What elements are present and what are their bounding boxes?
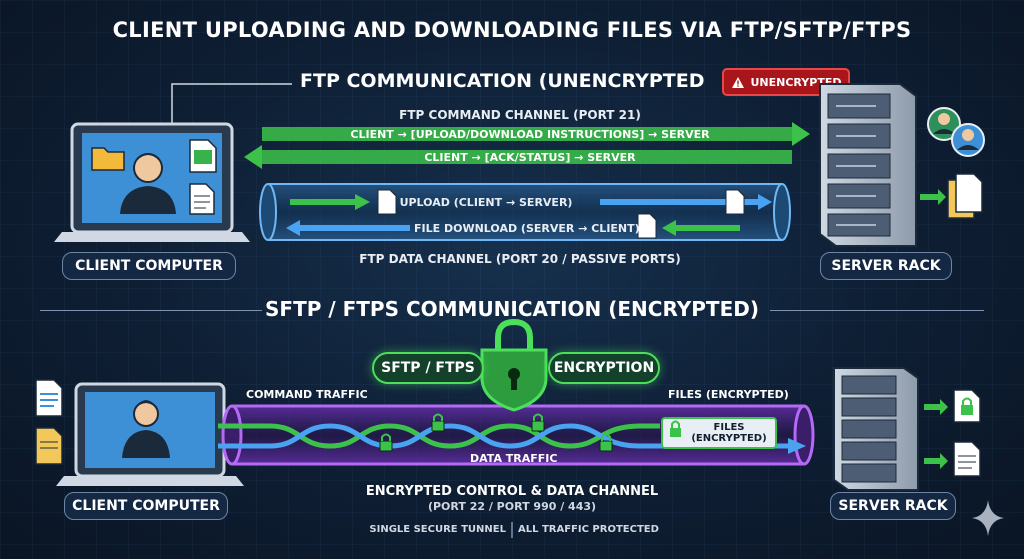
lock-icon [480, 318, 548, 412]
files-encrypted-label: FILES (ENCRYPTED) [668, 388, 789, 401]
ftp-section-heading: FTP COMMUNICATION (UNENCRYPTED [300, 70, 705, 92]
footer-left: SINGLE SECURE TUNNEL [369, 524, 506, 535]
diagram-title: CLIENT UPLOADING AND DOWNLOADING FILES V… [112, 18, 912, 42]
files-box-text: FILES (ENCRYPTED) [684, 422, 774, 444]
client-laptop-bottom [56, 382, 244, 486]
lock-icon [379, 413, 613, 452]
file-icon [920, 173, 983, 219]
file-icon [189, 139, 217, 215]
files-box-line1: FILES [713, 422, 745, 433]
command-channel-label: FTP COMMAND CHANNEL (PORT 21) [399, 108, 641, 122]
server-icon [819, 83, 917, 247]
files-box-line2: (ENCRYPTED) [691, 433, 767, 444]
command-arrow-2 [244, 145, 792, 169]
file-icon [637, 213, 657, 239]
sftp-ftps-pill: SFTP / FTPS [372, 352, 484, 384]
command-traffic-line [218, 423, 660, 449]
user-icon [927, 107, 985, 157]
data-traffic-line [218, 423, 806, 454]
warning-icon [731, 76, 744, 88]
upload-arrow [290, 194, 772, 210]
footer-right: ALL TRAFFIC PROTECTED [518, 524, 659, 535]
file-icon [377, 189, 745, 215]
unencrypted-badge: UNENCRYPTED [722, 68, 850, 96]
file-icon [35, 379, 63, 465]
server-icon [833, 367, 919, 491]
encryption-pill: ENCRYPTION [548, 352, 660, 384]
section-divider-right [770, 310, 984, 311]
folder-icon [91, 147, 125, 171]
file-icon [924, 389, 981, 477]
command-arrow-1 [262, 122, 810, 146]
section-divider-left [40, 310, 262, 311]
command-traffic-label: COMMAND TRAFFIC [246, 388, 368, 401]
download-arrow [286, 220, 740, 236]
command-line-2: CLIENT → [ACK/STATUS] → SERVER [424, 151, 636, 164]
server-rack-label-bottom: SERVER RACK [830, 492, 956, 520]
command-line-1: CLIENT → [UPLOAD/DOWNLOAD INSTRUCTIONS] … [350, 128, 710, 141]
client-computer-label: CLIENT COMPUTER [62, 252, 236, 280]
data-channel-label: FTP DATA CHANNEL (PORT 20 / PASSIVE PORT… [359, 252, 681, 266]
channel-label-line1: ENCRYPTED CONTROL & DATA CHANNEL [365, 484, 659, 499]
client-laptop-top [54, 122, 250, 242]
download-label: FILE DOWNLOAD (SERVER → CLIENT) [414, 222, 640, 235]
badge-label: UNENCRYPTED [750, 75, 842, 89]
data-traffic-label: DATA TRAFFIC [470, 452, 558, 465]
upload-label: UPLOAD (CLIENT → SERVER) [399, 196, 573, 209]
client-computer-label-bottom: CLIENT COMPUTER [64, 492, 228, 520]
secure-section-heading: SFTP / FTPS COMMUNICATION (ENCRYPTED) [265, 297, 759, 321]
files-encrypted-box [661, 417, 777, 449]
server-rack-label: SERVER RACK [820, 252, 952, 280]
channel-label-line2: (PORT 22 / PORT 990 / 443) [427, 500, 597, 513]
sparkle-icon [972, 500, 1004, 536]
